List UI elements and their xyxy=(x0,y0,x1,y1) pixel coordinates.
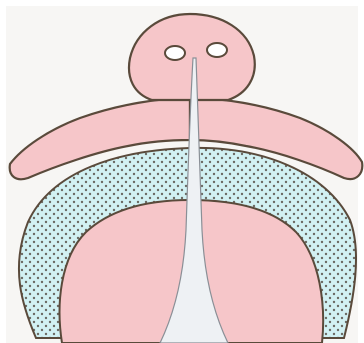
nostril-left xyxy=(165,46,185,60)
nostril-right xyxy=(207,43,227,57)
